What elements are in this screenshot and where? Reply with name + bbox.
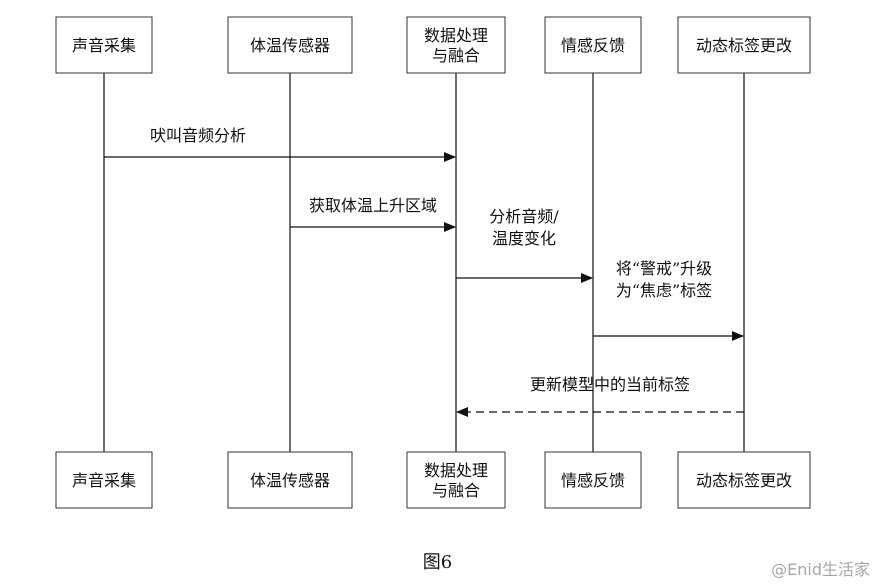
top-participant-4: 情感反馈	[544, 16, 642, 74]
message-label-2: 获取体温上升区域	[309, 196, 437, 215]
bottom-participant-5: 动态标签更改	[677, 451, 811, 509]
message-4: 将“警戒”升级为“焦虑”标签	[593, 259, 744, 341]
message-2: 获取体温上升区域	[290, 196, 456, 232]
top-participant-5: 动态标签更改	[677, 16, 811, 74]
message-label-1: 吠叫音频分析	[150, 126, 246, 145]
figure-caption: 图6	[422, 552, 453, 573]
top-participant-box-1	[55, 16, 153, 74]
bottom-participant-box-5	[677, 451, 811, 509]
top-participant-3: 数据处理与融合	[406, 16, 506, 74]
bottom-participant-label-2: 体温传感器	[250, 471, 330, 490]
message-5: 更新模型中的当前标签	[456, 375, 744, 417]
message-3: 分析音频/温度变化	[456, 207, 593, 283]
message-label-5: 更新模型中的当前标签	[530, 375, 690, 394]
bottom-participant-box-2	[227, 451, 353, 509]
top-participant-box-3	[406, 16, 506, 74]
bottom-participant-label-5: 动态标签更改	[696, 471, 792, 490]
top-participant-box-5	[677, 16, 811, 74]
bottom-participant-box-3	[406, 451, 506, 509]
top-participant-box-2	[227, 16, 353, 74]
bottom-participant-2: 体温传感器	[227, 451, 353, 509]
bottom-participant-4: 情感反馈	[544, 451, 642, 509]
top-participant-label-3: 数据处理与融合	[424, 26, 488, 65]
top-participant-1: 声音采集	[55, 16, 153, 74]
bottom-participant-box-1	[55, 451, 153, 509]
message-label-3: 分析音频/温度变化	[489, 207, 559, 248]
top-participant-label-4: 情感反馈	[561, 36, 625, 55]
message-label-4: 将“警戒”升级为“焦虑”标签	[616, 259, 712, 300]
top-participant-2: 体温传感器	[227, 16, 353, 74]
top-participant-label-5: 动态标签更改	[696, 36, 792, 55]
message-1: 吠叫音频分析	[104, 126, 456, 162]
top-participant-label-1: 声音采集	[72, 36, 136, 55]
top-participant-box-4	[544, 16, 642, 74]
top-participant-label-2: 体温传感器	[250, 36, 330, 55]
bottom-participant-label-4: 情感反馈	[561, 471, 625, 490]
bottom-participant-label-3: 数据处理与融合	[424, 461, 488, 500]
bottom-participant-3: 数据处理与融合	[406, 451, 506, 509]
bottom-participant-label-1: 声音采集	[72, 471, 136, 490]
bottom-participant-1: 声音采集	[55, 451, 153, 509]
bottom-participant-box-4	[544, 451, 642, 509]
